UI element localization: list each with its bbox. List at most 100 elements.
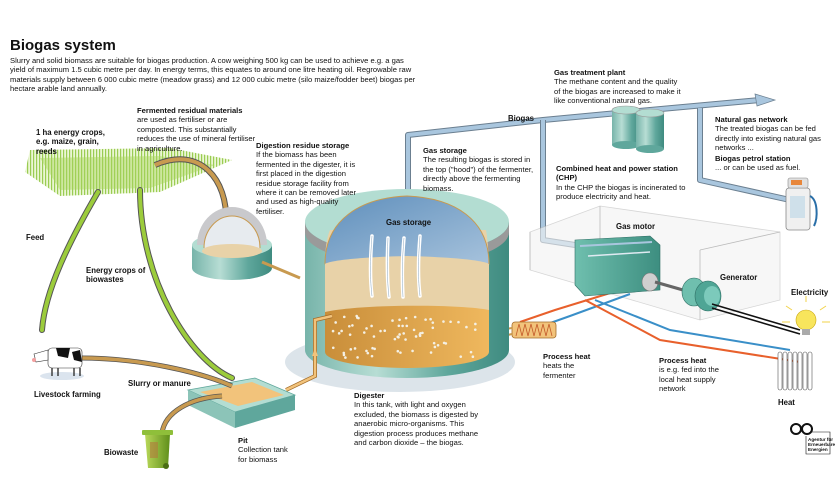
bubble [421, 331, 424, 335]
bubble [473, 328, 477, 331]
bubble [353, 347, 357, 350]
callout-body: In the CHP the biogas is incinerated to … [556, 182, 686, 202]
bubble [459, 355, 463, 358]
light-bulb-icon [782, 296, 830, 335]
natural-gas-arrow [754, 93, 777, 107]
aee-logo [790, 423, 831, 455]
bubble [365, 327, 368, 330]
residue-storage-tank [192, 207, 272, 280]
label-electricity: Electricity [791, 288, 829, 297]
callout-body: If the biomass has been fermented in the… [256, 150, 357, 216]
callout-fermented: Fermented residual materials are used as… [137, 106, 257, 153]
bubble [442, 341, 446, 345]
bubble [449, 320, 452, 324]
residue-pipe [261, 260, 301, 280]
label-feed: Feed [26, 233, 45, 242]
bubble [370, 324, 373, 328]
callout-heading: Natural gas network [715, 115, 788, 124]
bubble [405, 324, 409, 328]
page-title: Biogas system [10, 37, 116, 54]
callout-body: The methane content and the quality of t… [554, 77, 681, 106]
heat-pipes [519, 289, 801, 363]
label-gas-motor: Gas motor [616, 222, 655, 231]
bubble [348, 333, 352, 336]
bubble [331, 329, 335, 333]
bubble [349, 348, 353, 351]
bubble [431, 321, 435, 324]
callout-heading: Process heat [659, 356, 707, 365]
callout-digester: Digester In this tank, with light and ox… [354, 391, 488, 447]
bubble [402, 332, 406, 335]
bubble [457, 320, 460, 324]
callout-body: The resulting biogas is stored in the to… [423, 155, 534, 193]
callout-body: The treated biogas can be fed directly i… [715, 124, 821, 153]
bubble [342, 353, 346, 357]
bubble [418, 334, 422, 338]
callout-chp: Combined heat and power station (CHP) In… [556, 164, 696, 202]
bubble [404, 338, 407, 341]
callout-heading: Combined heat and power station (CHP) [556, 164, 678, 183]
callout-heading: Fermented residual materials [137, 106, 243, 115]
bubble [393, 337, 397, 341]
callout-heading: Biogas petrol station [715, 154, 791, 163]
bubble [370, 354, 374, 358]
cow-icon [32, 347, 84, 380]
bubble [396, 335, 400, 339]
intro-text: Slurry and solid biomass are suitable fo… [10, 56, 416, 94]
callout-body: In this tank, with light and oxygen excl… [354, 400, 479, 448]
callout-body: is e.g. fed into the local heat supply n… [659, 365, 719, 394]
biomass-bubbles [331, 314, 477, 359]
logo-text: Agentur für Erneuerbare Energien [808, 437, 836, 453]
bubble [469, 350, 473, 354]
bubble [398, 333, 401, 336]
bubble [366, 351, 370, 355]
bubble [398, 318, 401, 322]
bubble [372, 335, 376, 338]
bubble [399, 351, 402, 354]
green-pipes [39, 187, 235, 381]
callout-petrol-station: Biogas petrol station ... or can be used… [715, 154, 833, 173]
biowaste-bin-icon [142, 430, 173, 469]
callout-heading: Process heat [543, 352, 591, 361]
bubble [471, 355, 475, 359]
generator [681, 277, 801, 335]
label-heat: Heat [778, 398, 795, 407]
label-slurry: Slurry or manure [128, 379, 191, 388]
callout-heading: Gas storage [423, 146, 467, 155]
bubble [379, 329, 382, 333]
radiator-icon [777, 351, 813, 391]
label-energy-crops: 1 ha energy crops, e.g. maize, grain, re… [36, 128, 105, 156]
callout-body: heats the fermenter [543, 361, 576, 380]
digester-tank [285, 189, 515, 392]
label-livestock: Livestock farming [34, 390, 101, 399]
bubble [411, 349, 414, 353]
bubble [342, 315, 346, 319]
label-generator: Generator [720, 273, 758, 282]
callout-body: ... or can be used as fuel. [715, 163, 801, 173]
bubble [432, 341, 436, 345]
callout-process-heat-network: Process heat is e.g. fed into the local … [659, 356, 725, 394]
bubble [362, 331, 366, 334]
slurry-pipe [79, 355, 234, 434]
bubble [465, 325, 468, 329]
pit-tank [186, 377, 297, 428]
callout-heading: Gas treatment plant [554, 68, 626, 77]
bubble [412, 328, 416, 332]
label-gas-storage-inner: Gas storage [386, 218, 432, 227]
bubble [429, 317, 432, 321]
callout-pit: Pit Collection tank for biomass [238, 436, 298, 464]
bubble [442, 320, 445, 323]
bubble [431, 326, 435, 330]
bubble [342, 351, 346, 355]
bubble [413, 315, 417, 319]
bubble [397, 324, 401, 328]
bubble [344, 356, 347, 359]
bubble [396, 349, 400, 353]
bubble [351, 324, 354, 327]
bubble [401, 324, 404, 328]
bubble [373, 347, 376, 351]
label-energy-crops-biowastes: Energy crops of biowastes [86, 266, 146, 285]
bubble [334, 321, 337, 324]
bubble [414, 335, 418, 338]
